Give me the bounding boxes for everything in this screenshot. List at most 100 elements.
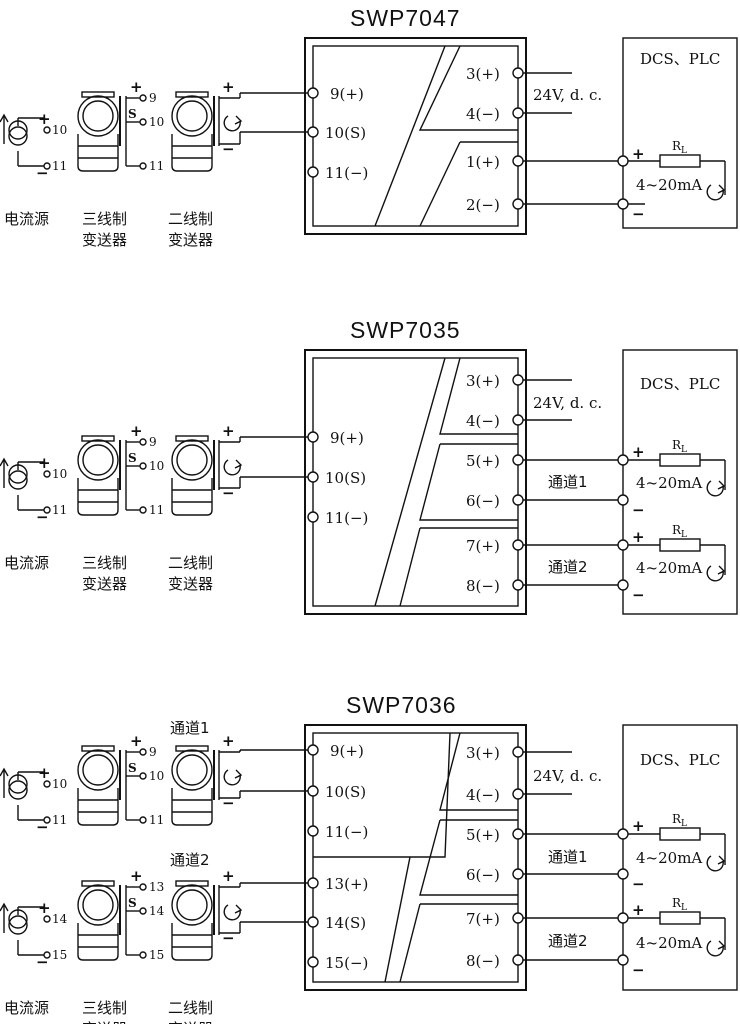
output-label: 3(+) xyxy=(466,744,500,762)
svg-text:10: 10 xyxy=(52,123,67,137)
svg-text:+: + xyxy=(130,732,143,750)
input-label: 9(+) xyxy=(330,429,364,447)
current-source-icon xyxy=(0,114,28,146)
svg-text:−: − xyxy=(632,961,645,979)
svg-text:S: S xyxy=(128,761,137,775)
svg-text:RL: RL xyxy=(672,438,687,455)
input-label: 10(S) xyxy=(325,783,366,801)
svg-text:+: + xyxy=(632,901,645,919)
terminal-9 xyxy=(307,87,319,99)
output-label: 5(+) xyxy=(466,826,500,844)
svg-text:−: − xyxy=(222,484,235,502)
svg-text:RL: RL xyxy=(672,896,687,913)
dcs-label: DCS、PLC xyxy=(640,375,720,393)
model-title: SWP7047 xyxy=(350,5,461,31)
input-channel-label: 通道2 xyxy=(170,851,210,869)
model-title: SWP7035 xyxy=(350,317,461,343)
two-wire-transmitter-icon xyxy=(171,745,213,826)
current-source-icon xyxy=(0,903,28,935)
output-label: 6(−) xyxy=(466,866,500,884)
output-label: 7(+) xyxy=(466,537,500,555)
source-group: +−1011+S91011+−电流源三线制变送器二线制变送器 xyxy=(0,422,308,593)
source-groups: +−1011+S91011+−电流源三线制变送器二线制变送器+−1011+S91… xyxy=(0,78,308,1024)
label-current-source: 电流源 xyxy=(4,210,49,228)
output-label: 8(−) xyxy=(466,952,500,970)
svg-text:+: + xyxy=(130,78,143,96)
svg-text:+: + xyxy=(38,110,51,128)
svg-text:11: 11 xyxy=(149,159,164,173)
source-group: +−1011+S91011+−电流源三线制变送器二线制变送器 xyxy=(0,78,308,249)
svg-text:15: 15 xyxy=(149,948,164,962)
svg-text:S: S xyxy=(128,896,137,910)
svg-text:15: 15 xyxy=(52,948,67,962)
label-three-wire: 变送器 xyxy=(82,1020,127,1024)
panel-swp7036: SWP7036 9(+) 10(S) 11(−) 13(+) 14(S) 15(… xyxy=(170,692,738,991)
label-two-wire: 二线制 xyxy=(168,554,213,572)
svg-text:+: + xyxy=(222,78,235,96)
two-wire-transmitter-icon xyxy=(171,880,213,961)
svg-text:9: 9 xyxy=(149,91,157,105)
channel-label: 通道1 xyxy=(548,848,588,866)
svg-text:+: + xyxy=(632,817,645,835)
svg-text:S: S xyxy=(128,107,137,121)
svg-text:RL: RL xyxy=(672,523,687,540)
terminal-3 xyxy=(512,67,524,79)
svg-text:+: + xyxy=(38,764,51,782)
output-label: 2(−) xyxy=(466,196,500,214)
output-label: 8(−) xyxy=(466,577,500,595)
label-two-wire: 变送器 xyxy=(168,231,213,249)
channel-label: 通道1 xyxy=(548,473,588,491)
label-current-source: 电流源 xyxy=(4,554,49,572)
svg-text:+: + xyxy=(222,422,235,440)
svg-text:9: 9 xyxy=(149,745,157,759)
range-label: 4~20mA xyxy=(636,176,702,194)
model-title: SWP7036 xyxy=(346,692,457,718)
label-three-wire: 变送器 xyxy=(82,231,127,249)
svg-text:10: 10 xyxy=(149,115,164,129)
label-three-wire: 三线制 xyxy=(82,210,127,228)
svg-text:+: + xyxy=(632,443,645,461)
svg-text:−: − xyxy=(36,508,49,526)
channel-label: 通道2 xyxy=(548,932,588,950)
output-label: 5(+) xyxy=(466,452,500,470)
terminal-11 xyxy=(307,166,319,178)
two-wire-transmitter-icon xyxy=(171,91,213,172)
svg-text:−: − xyxy=(632,501,645,519)
input-label: 11(−) xyxy=(325,164,368,182)
svg-text:−: − xyxy=(222,140,235,158)
svg-text:10: 10 xyxy=(149,769,164,783)
svg-text:+: + xyxy=(38,899,51,917)
svg-text:11: 11 xyxy=(149,503,164,517)
output-label: 4(−) xyxy=(466,105,500,123)
dcs-box xyxy=(622,37,738,229)
svg-text:−: − xyxy=(36,818,49,836)
svg-text:14: 14 xyxy=(149,904,165,918)
input-label: 9(+) xyxy=(330,85,364,103)
label-current-source: 电流源 xyxy=(4,999,49,1017)
output-label: 3(+) xyxy=(466,65,500,83)
input-label: 11(−) xyxy=(325,509,368,527)
terminal-2 xyxy=(512,198,524,210)
svg-text:−: − xyxy=(632,205,645,223)
svg-text:+: + xyxy=(130,867,143,885)
input-label: 14(S) xyxy=(325,914,366,932)
current-source-icon xyxy=(0,768,28,800)
channel-label: 通道2 xyxy=(548,558,588,576)
panel-swp7035: SWP7035 9(+) 10(S) 11(−) 3(+) 4(−) 5(+) … xyxy=(304,317,738,615)
svg-text:11: 11 xyxy=(52,159,67,173)
svg-text:14: 14 xyxy=(52,912,68,926)
svg-text:RL: RL xyxy=(672,139,687,156)
load-resistor xyxy=(659,154,701,168)
current-source-icon xyxy=(0,458,28,490)
label-two-wire: 变送器 xyxy=(168,1020,213,1024)
terminal-1 xyxy=(512,155,524,167)
three-wire-transmitter-icon xyxy=(77,745,119,826)
label-two-wire: 变送器 xyxy=(168,575,213,593)
svg-text:10: 10 xyxy=(52,467,67,481)
svg-text:11: 11 xyxy=(149,813,164,827)
svg-text:−: − xyxy=(632,875,645,893)
label-three-wire: 变送器 xyxy=(82,575,127,593)
output-label: 4(−) xyxy=(466,412,500,430)
